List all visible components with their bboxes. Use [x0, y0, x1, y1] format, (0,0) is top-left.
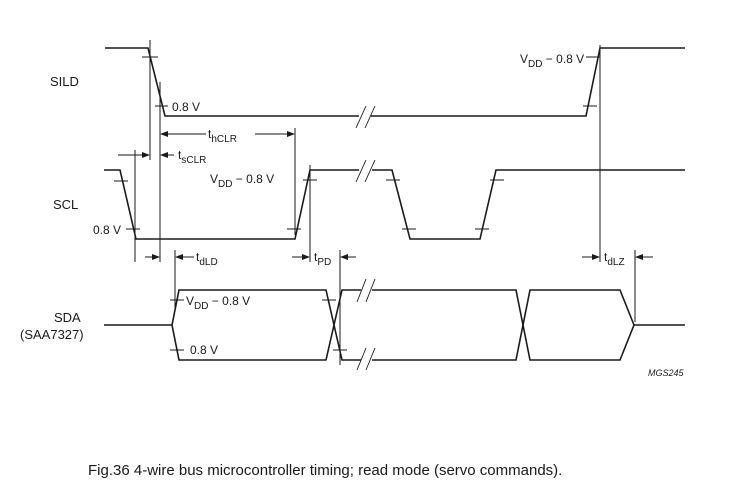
t-sclr-label: tsCLR — [178, 148, 206, 166]
figure-id: MGS245 — [648, 368, 685, 378]
sild-low-level-label: 0.8 V — [172, 100, 200, 114]
signal-label-sild: SILD — [50, 74, 79, 89]
scl-break-mark — [355, 159, 376, 183]
scl-low-level-label: 0.8 V — [93, 223, 121, 237]
sda-waveform — [104, 289, 685, 361]
scl-waveform — [104, 169, 685, 240]
sda-low-level-label: 0.8 V — [190, 343, 218, 357]
t-hclr-dimension: thCLR — [160, 127, 295, 145]
sild-high-level-label: VDD − 0.8 V — [520, 52, 584, 70]
t-dlz-label: tdLZ — [604, 250, 625, 268]
sda-break-marks — [356, 278, 376, 371]
sild-waveform — [105, 47, 685, 117]
sda-high-level-label: VDD − 0.8 V — [186, 294, 250, 312]
signal-label-sda: SDA — [54, 310, 81, 325]
sild-break-mark — [355, 105, 376, 129]
t-dlz-dimension: tdLZ — [582, 250, 653, 268]
signal-label-sda-part: (SAA7327) — [20, 327, 84, 342]
signal-label-scl: SCL — [53, 197, 78, 212]
reference-lines — [134, 40, 636, 365]
t-pd-dimension: tPD — [292, 250, 356, 268]
figure-caption: Fig.36 4-wire bus microcontroller timing… — [88, 462, 562, 479]
t-pd-label: tPD — [314, 250, 331, 268]
scl-high-level-label: VDD − 0.8 V — [210, 172, 274, 190]
t-hclr-label: thCLR — [208, 127, 237, 145]
t-dld-label: tdLD — [196, 250, 218, 268]
t-dld-dimension: tdLD — [145, 250, 218, 268]
t-sclr-dimension: tsCLR — [118, 148, 206, 166]
